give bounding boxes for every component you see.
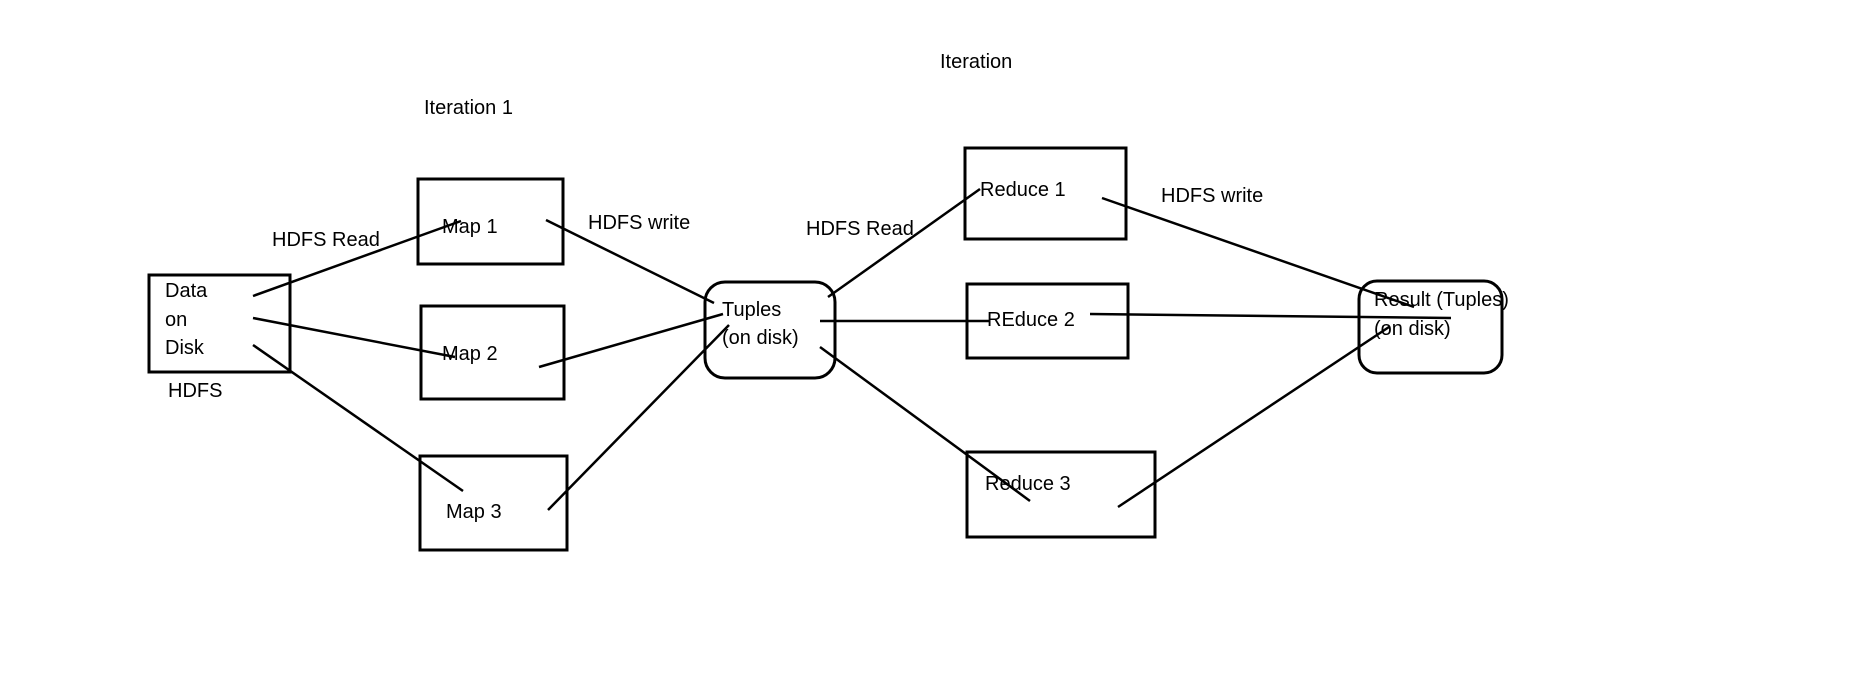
edge-reduce-1-to-result <box>1101 196 1415 309</box>
reduce-1-label: Reduce 1 <box>980 179 1066 201</box>
node-map-1: Map 1 <box>416 177 565 266</box>
reduce-3-box <box>965 450 1157 539</box>
node-reduce-1: Reduce 1 <box>963 146 1128 241</box>
edge-tuples-to-reduce-3 <box>819 345 1031 503</box>
map-1-box <box>416 177 565 266</box>
map-2-box <box>419 304 566 401</box>
map-3-label: Map 3 <box>446 501 502 523</box>
edge-data-to-map-3 <box>252 343 464 493</box>
tuples-on-disk-line-2: (on disk) <box>722 327 799 349</box>
node-map-2: Map 2 <box>419 304 566 401</box>
node-reduce-3: Reduce 3 <box>965 450 1157 539</box>
node-data-on-disk: Data on Disk <box>147 273 292 374</box>
iteration-title: Iteration <box>940 51 1012 73</box>
edge-map-3-to-tuples <box>547 324 730 511</box>
data-on-disk-line-3: Disk <box>165 337 205 359</box>
reduce-3-label: Reduce 3 <box>985 473 1071 495</box>
hdfs-write-label-left: HDFS write <box>588 212 690 234</box>
edge-reduce-2-to-result <box>1089 312 1452 320</box>
edge-data-to-map-1 <box>252 219 462 298</box>
data-on-disk-box <box>147 273 292 374</box>
result-on-disk-line-2: (on disk) <box>1374 318 1451 340</box>
iteration-1-label: Iteration 1 <box>424 97 513 119</box>
connectors <box>252 187 1452 511</box>
reduce-1-box <box>963 146 1128 241</box>
hdfs-write-label-right: HDFS write <box>1161 185 1263 207</box>
node-reduce-2: REduce 2 <box>965 282 1130 360</box>
edge-reduce-3-to-result <box>1117 325 1390 509</box>
node-tuples-on-disk: Tuples (on disk) <box>703 280 837 380</box>
data-on-disk-line-1: Data <box>165 280 208 302</box>
node-map-3: Map 3 <box>418 454 569 552</box>
tuples-on-disk-line-1: Tuples <box>722 299 781 321</box>
tuples-on-disk-box <box>703 280 837 380</box>
reduce-2-label: REduce 2 <box>987 309 1075 331</box>
edge-data-to-map-2 <box>252 316 456 359</box>
map-2-label: Map 2 <box>442 343 498 365</box>
data-on-disk-line-2: on <box>165 309 187 331</box>
edge-map-2-to-tuples <box>538 312 724 369</box>
edge-tuples-to-reduce-1 <box>827 187 981 299</box>
hdfs-source-label: HDFS <box>168 380 222 402</box>
map-3-box <box>418 454 569 552</box>
edge-map-1-to-tuples <box>545 218 715 305</box>
result-on-disk-box <box>1357 279 1504 375</box>
map-1-label: Map 1 <box>442 216 498 238</box>
hdfs-read-label-left: HDFS Read <box>272 229 380 251</box>
hdfs-read-label-right: HDFS Read <box>806 218 914 240</box>
